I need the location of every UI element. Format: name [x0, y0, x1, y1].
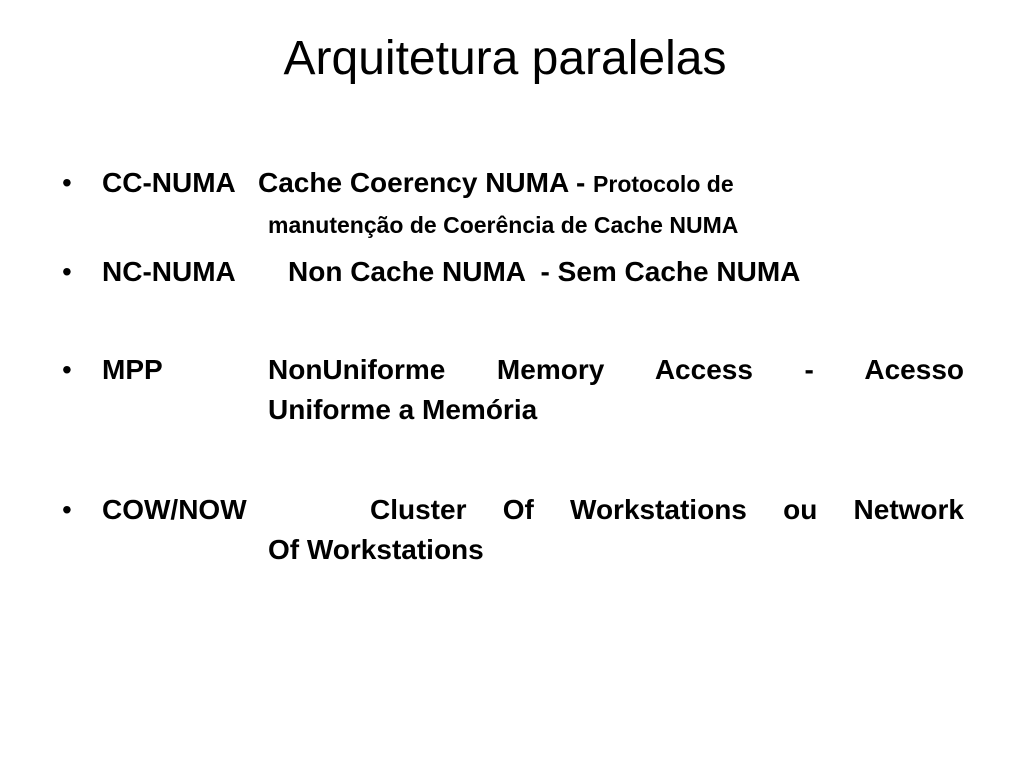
- bullet-term: MPP: [102, 354, 163, 385]
- bullet-term: CC-NUMA: [102, 167, 236, 198]
- bullet-continuation: manutenção de Coerência de Cache NUMA: [268, 212, 739, 238]
- slide-title: Arquitetura paralelas: [283, 32, 727, 85]
- bullet-description: Cache Coerency NUMA - Protocolo de: [258, 163, 734, 204]
- bullet-icon: •: [62, 354, 72, 385]
- bullet-description-main: Cache Coerency NUMA -: [258, 167, 594, 198]
- bullet-description: NonUniforme Memory Access - Acesso: [268, 354, 964, 385]
- bullet-icon: •: [62, 494, 72, 525]
- bullet-item-cc-numa: • CC-NUMA Cache Coerency NUMA - Protocol…: [62, 163, 964, 245]
- bullet-term: COW/NOW: [102, 494, 247, 525]
- bullet-item-mpp: • MPP NonUniforme Memory Access - Acesso…: [62, 350, 964, 432]
- bullet-item-cow-now: • COW/NOW Cluster Of Workstations ou Net…: [62, 490, 964, 572]
- bullet-description: Cluster Of Workstations ou Network: [370, 494, 964, 525]
- bullet-continuation: Of Workstations: [268, 534, 484, 565]
- bullet-continuation: Uniforme a Memória: [268, 394, 538, 425]
- bullet-description-small: Protocolo de: [593, 171, 734, 197]
- bullet-term: NC-NUMA: [102, 256, 236, 287]
- bullet-description: Non Cache NUMA - Sem Cache NUMA: [288, 256, 801, 287]
- bullet-item-nc-numa: • NC-NUMA Non Cache NUMA - Sem Cache NUM…: [62, 252, 964, 292]
- bullet-icon: •: [62, 167, 72, 198]
- bullet-icon: •: [62, 256, 72, 287]
